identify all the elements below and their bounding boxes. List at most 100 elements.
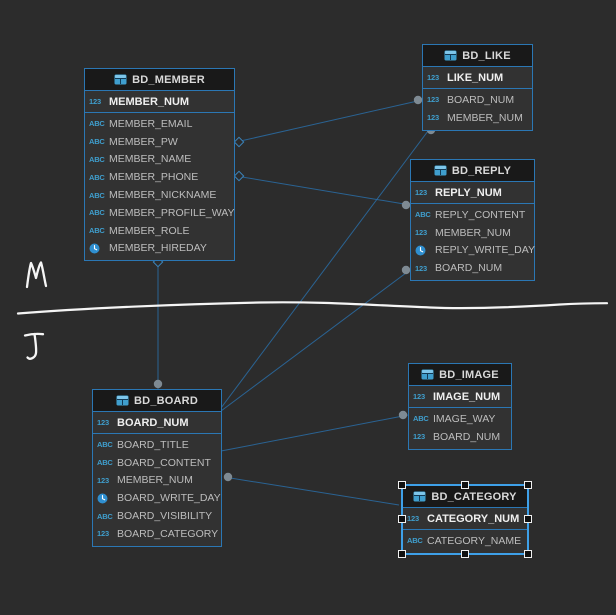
column-row-board_title: ABC BOARD_TITLE	[93, 436, 221, 454]
column-label: LIKE_NUM	[447, 71, 504, 84]
number-type-icon: 123	[89, 97, 101, 106]
table-icon	[444, 50, 457, 61]
column-label: CATEGORY_NAME	[427, 534, 522, 547]
table-header[interactable]: BD_LIKE	[423, 45, 532, 67]
selection-handle-e[interactable]	[524, 515, 532, 524]
table-name: BD_LIKE	[462, 49, 511, 62]
string-type-icon: ABC	[89, 226, 105, 236]
column-label: BOARD_TITLE	[117, 438, 189, 451]
relation-dot-marker	[401, 200, 411, 210]
number-type-icon: 123	[427, 113, 439, 123]
relation-line-bd_board-bd_like[interactable]	[220, 126, 432, 409]
column-row-category_num: 123 CATEGORY_NUM	[403, 509, 527, 528]
column-row-member_num: 123 MEMBER_NUM	[93, 472, 221, 490]
relation-line-bd_board-bd_reply[interactable]	[220, 269, 411, 412]
table-name: BD_BOARD	[134, 394, 198, 407]
relation-line-bd_member-bd_like[interactable]	[235, 99, 423, 143]
relation-line-bd_board-bd_image[interactable]	[220, 414, 409, 452]
column-label: MEMBER_NUM	[117, 474, 193, 487]
selection-handle-s[interactable]	[461, 549, 469, 558]
column-row-member_num: 123 MEMBER_NUM	[85, 92, 234, 111]
selection-handle-ne[interactable]	[524, 481, 532, 489]
datetime-type-icon	[97, 493, 117, 504]
table-header[interactable]: BD_CATEGORY	[403, 486, 527, 508]
column-label: MEMBER_NUM	[435, 226, 511, 239]
column-row-like_num: 123 LIKE_NUM	[423, 68, 532, 87]
table-icon	[434, 165, 447, 176]
relation-diamond-marker	[233, 136, 245, 148]
table-header[interactable]: BD_BOARD	[93, 390, 221, 412]
string-type-icon: ABC	[89, 119, 105, 129]
relation-diamond-marker	[233, 170, 245, 182]
string-type-icon: ABC	[413, 414, 429, 424]
column-row-reply_content: ABC REPLY_CONTENT	[411, 206, 534, 224]
column-row-category_name: ABC CATEGORY_NAME	[403, 532, 527, 550]
column-label: MEMBER_PHONE	[109, 171, 199, 184]
column-label: REPLY_CONTENT	[435, 208, 526, 221]
relation-line-bd_member-bd_reply[interactable]	[235, 175, 411, 206]
datetime-type-icon	[415, 245, 435, 256]
column-label: MEMBER_PW	[109, 135, 178, 148]
table-icon	[413, 491, 426, 502]
table-name: BD_IMAGE	[439, 368, 499, 381]
datetime-type-icon	[89, 243, 109, 254]
string-type-icon: ABC	[89, 208, 105, 218]
column-label: MEMBER_PROFILE_WAY	[109, 206, 235, 219]
column-label: IMAGE_WAY	[433, 412, 496, 425]
relation-line-bd_board-bd_category[interactable]	[223, 476, 400, 506]
table-bd_category[interactable]: BD_CATEGORY 123 CATEGORY_NUM ABC CATEGORY_NA…	[398, 481, 532, 558]
selection-handle-sw[interactable]	[398, 549, 406, 558]
table-header[interactable]: BD_MEMBER	[85, 69, 234, 91]
string-type-icon: ABC	[415, 210, 431, 220]
number-type-icon: 123	[427, 73, 439, 82]
selection-handle-w[interactable]	[398, 515, 406, 524]
number-type-icon: 123	[415, 228, 427, 238]
column-label: MEMBER_HIREDAY	[109, 242, 207, 255]
table-icon	[421, 369, 434, 380]
number-type-icon: 123	[97, 475, 109, 485]
column-row-board_write_day: BOARD_WRITE_DAY	[93, 489, 221, 507]
string-type-icon: ABC	[97, 440, 113, 450]
number-type-icon: 123	[407, 514, 419, 523]
relation-dot-marker	[153, 379, 163, 389]
column-label: REPLY_WRITE_DAY	[435, 244, 535, 257]
primary-key-section: 123 MEMBER_NUM	[85, 91, 234, 113]
column-label: BOARD_WRITE_DAY	[117, 492, 221, 505]
selection-handle-se[interactable]	[524, 549, 532, 558]
column-row-reply_write_day: REPLY_WRITE_DAY	[411, 242, 535, 260]
column-label: CATEGORY_NUM	[427, 512, 520, 525]
column-label: BOARD_CONTENT	[117, 456, 211, 469]
relation-dot-marker	[398, 410, 408, 420]
columns-section: ABC REPLY_CONTENT 123 MEMBER_NUM REPLY_WRITE…	[411, 204, 535, 280]
table-header[interactable]: BD_REPLY	[411, 160, 534, 182]
table-header[interactable]: BD_IMAGE	[409, 364, 511, 386]
string-type-icon: ABC	[407, 536, 423, 546]
relation-dot-marker	[223, 472, 233, 482]
column-label: MEMBER_NICKNAME	[109, 189, 217, 202]
column-row-member_num: 123 MEMBER_NUM	[411, 224, 534, 242]
number-type-icon: 123	[97, 418, 109, 427]
selection-handle-n[interactable]	[461, 481, 469, 489]
table-icon	[116, 395, 129, 406]
column-label: MEMBER_NUM	[109, 95, 190, 108]
number-type-icon: 123	[413, 432, 425, 442]
selection-handle-nw[interactable]	[398, 481, 406, 489]
